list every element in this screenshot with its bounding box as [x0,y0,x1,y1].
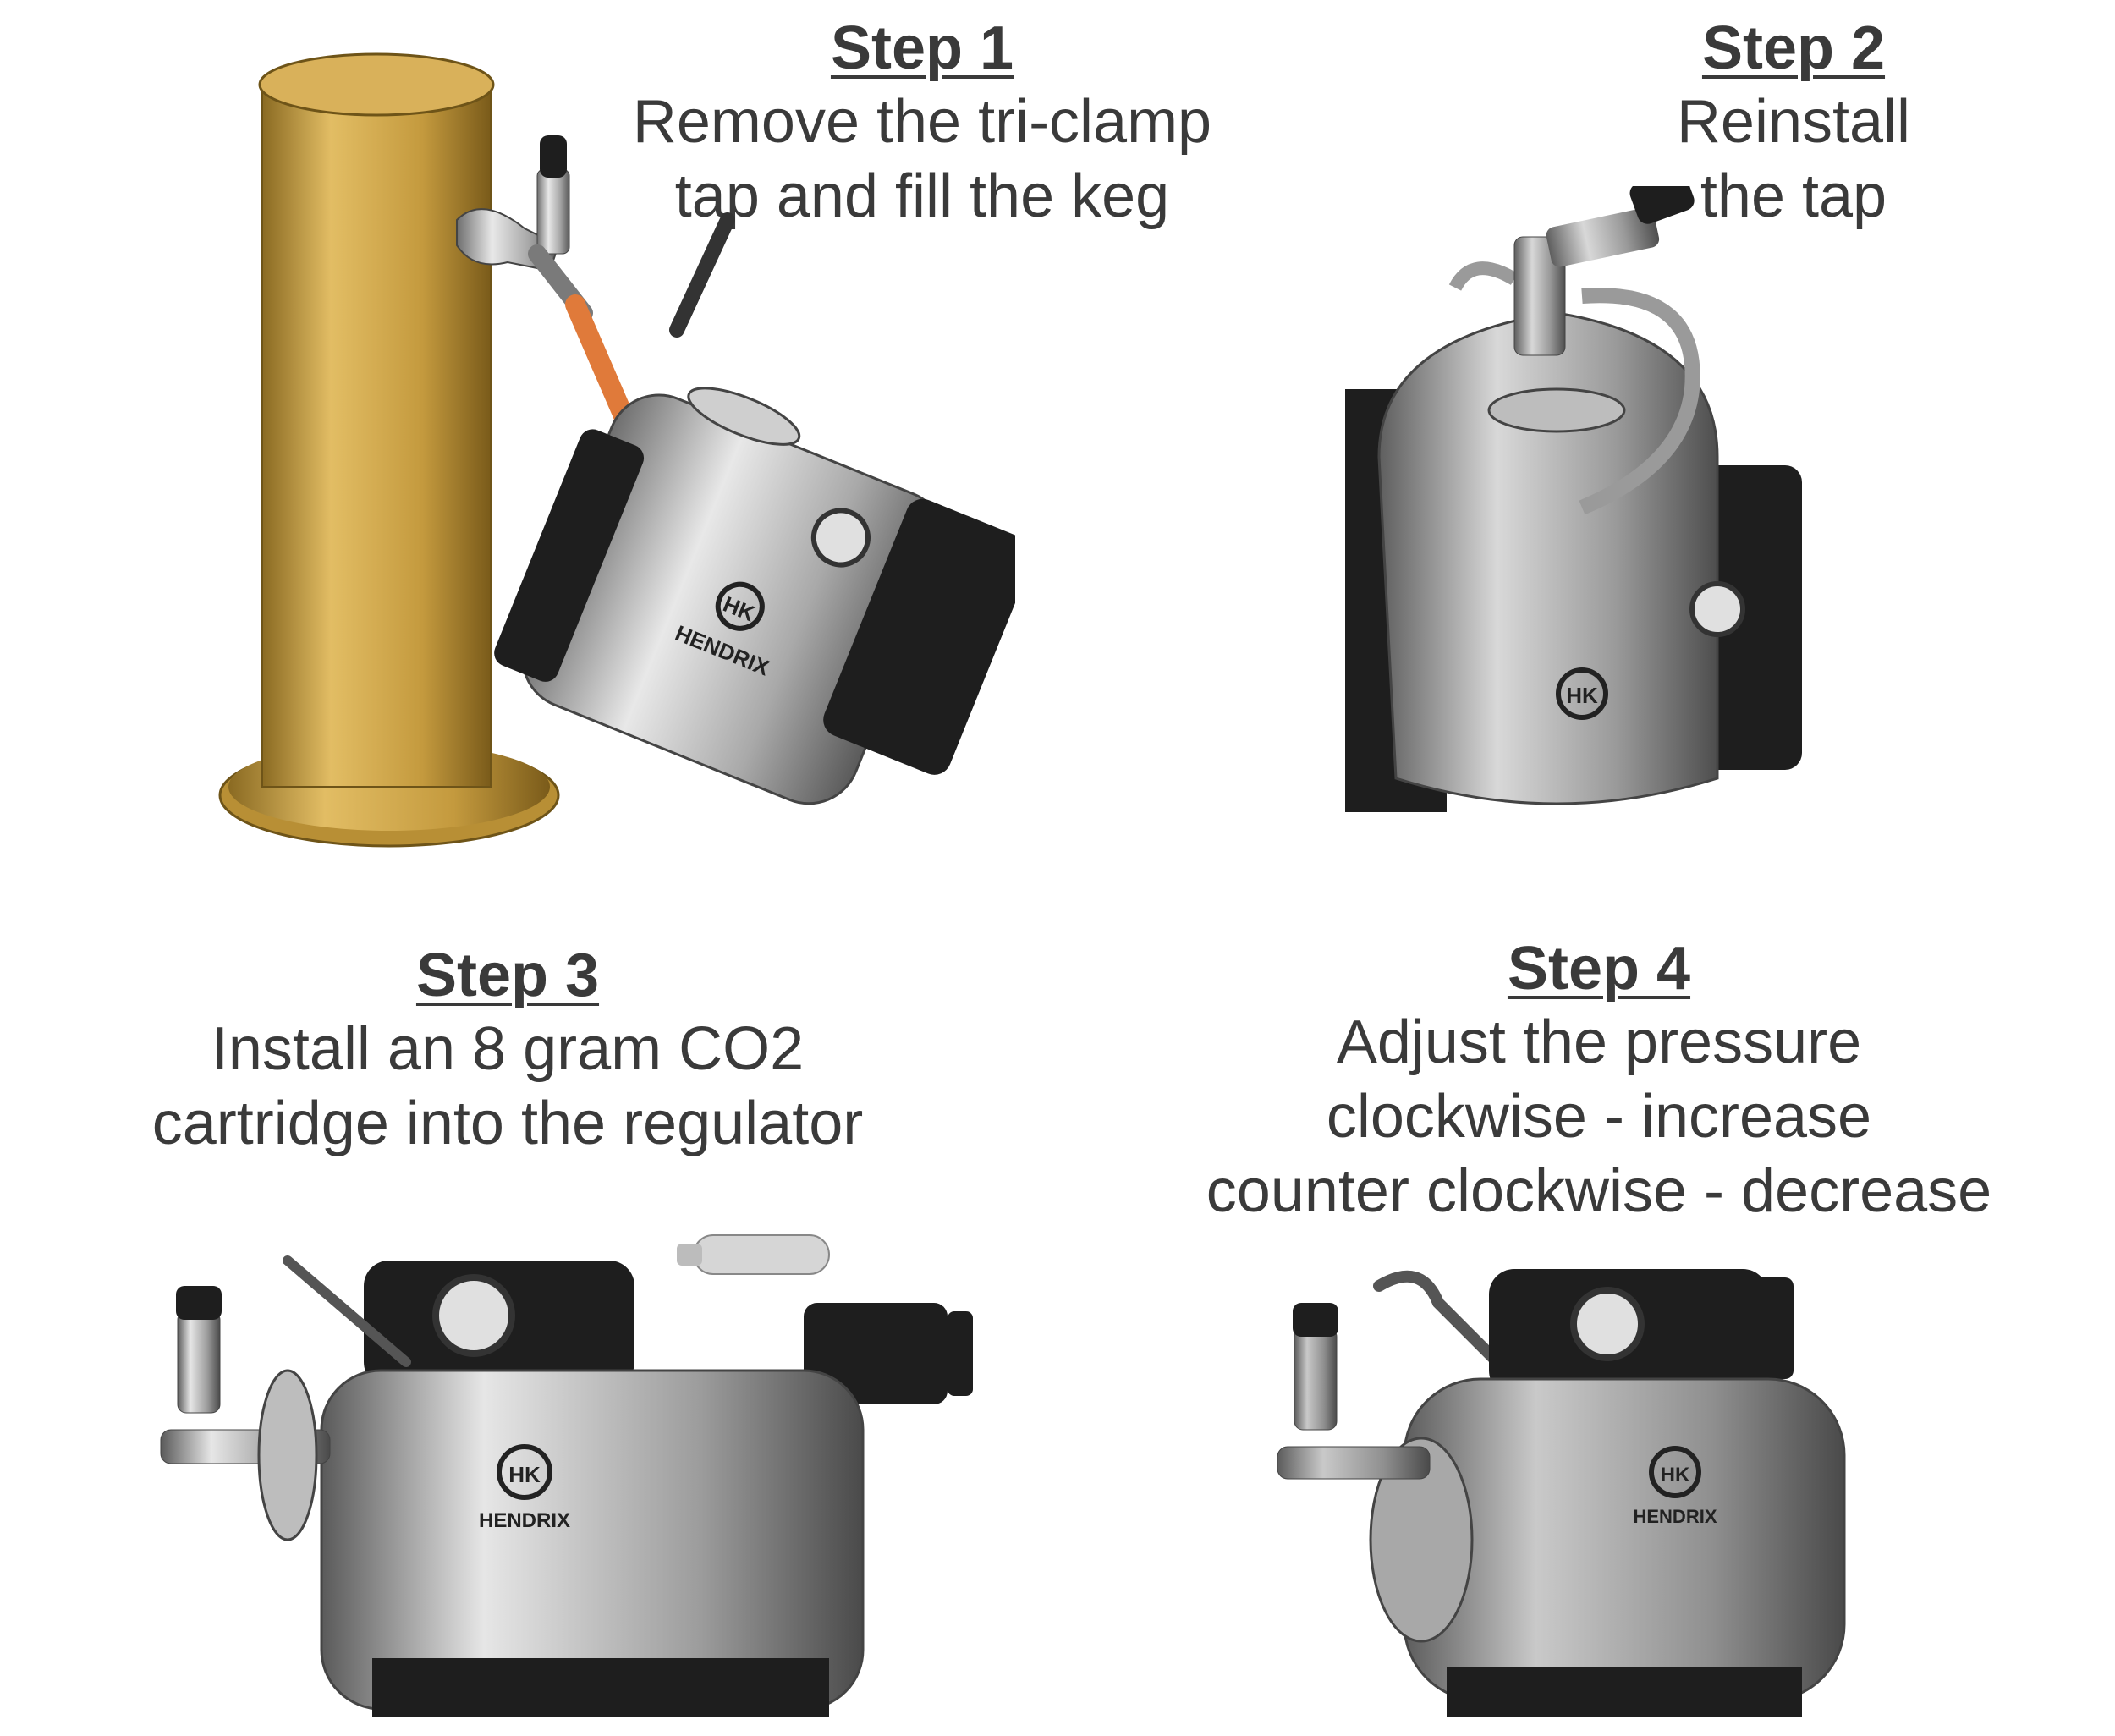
keg-logo-text: HENDRIX [1633,1506,1717,1527]
keg-logo-text: HENDRIX [479,1509,570,1532]
step-2-line-2: the tap [1700,162,1887,230]
carry-handle [283,1255,411,1367]
tap-faucet [1277,1303,1474,1643]
step-1-line-1: Remove the tri-clamp [632,88,1212,156]
step-4-line-1: Adjust the pressure [1336,1008,1862,1076]
step-3-title: Step 3 [415,942,600,1009]
keg-tilted: HK HENDRIX [494,387,1015,805]
step-4-title: Step 4 [1507,935,1691,1003]
carry-handle [669,212,735,338]
step-2-line-1: Reinstall [1676,88,1911,156]
step-4-illustration: HK HENDRIX [1277,1269,1846,1717]
step-2-illustration: HK [1345,186,1802,812]
step-3-caption: Step 3 Install an 8 gram CO2 cartridge i… [85,939,931,1161]
step-4-line-2: clockwise - increase [1326,1083,1872,1151]
keg-upright: HK [1377,311,1719,805]
step-4-line-3: counter clockwise - decrease [1206,1157,1992,1225]
carry-handle [1373,1270,1529,1393]
step-2-title: Step 2 [1701,14,1886,82]
regulator-cap [804,1303,973,1404]
step-1-illustration: HK HENDRIX [218,52,1015,848]
step-3-line-2: cartridge into the regulator [151,1090,864,1157]
step-1-line-2: tap and fill the keg [674,162,1170,230]
pressure-gauge [1570,1287,1645,1361]
co2-cartridge [677,1234,830,1275]
keg-logo-monogram: HK [1661,1464,1690,1486]
step-2-caption: Step 2 Reinstall the tap [1582,12,2005,233]
beer-tower [218,52,560,848]
keg-logo-monogram: HK [1566,683,1598,708]
keg-side-view: HK HENDRIX [1403,1269,1846,1717]
tap-faucet [1513,186,1695,356]
keg-logo-monogram: HK [508,1462,541,1487]
step-1-title: Step 1 [830,14,1014,82]
step-3-illustration: HK HENDRIX [160,1234,973,1717]
step-1-caption: Step 1 Remove the tri-clamp tap and fill… [592,12,1252,233]
step-3-line-1: Install an 8 gram CO2 [211,1015,805,1083]
tap-faucet [160,1286,331,1541]
pressure-gauge [432,1274,515,1357]
step-4-caption: Step 4 Adjust the pressure clockwise - i… [1167,932,2030,1228]
tri-clamp [1448,261,1700,515]
pressure-gauge [1689,581,1745,637]
keg-side-view: HK HENDRIX [320,1261,865,1717]
